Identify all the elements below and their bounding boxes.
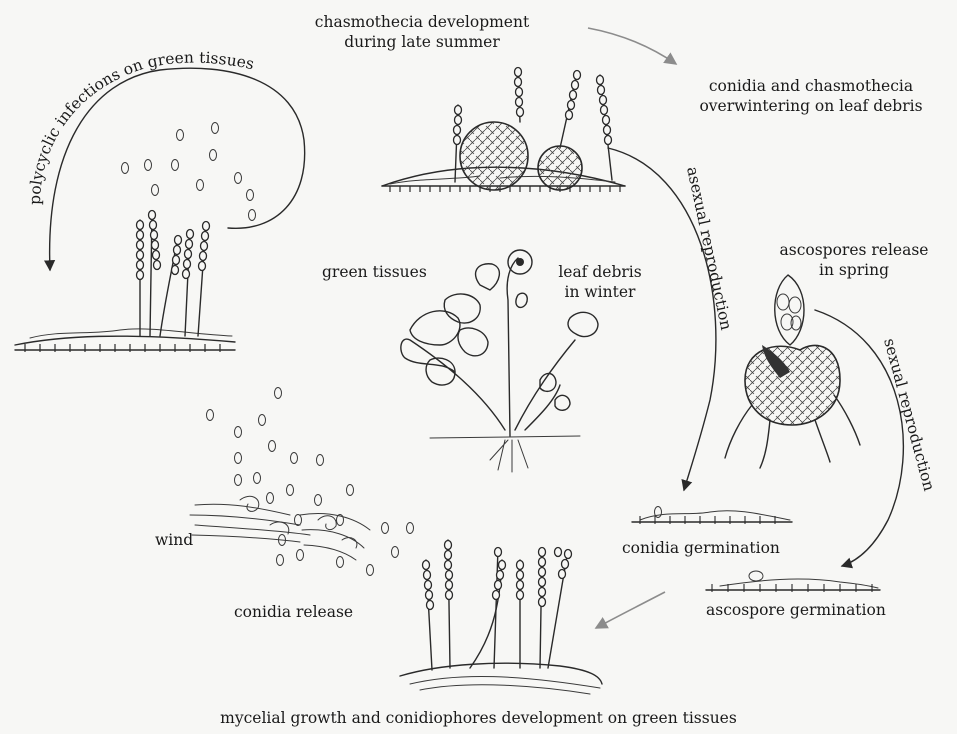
label-ascospore-germination: ascospore germination (706, 600, 886, 620)
label-green-tissues: green tissues (322, 262, 427, 282)
label-line: in winter (552, 282, 648, 302)
label-line: in spring (754, 260, 954, 280)
label-mycelial-growth: mycelial growth and conidiophores develo… (0, 708, 957, 728)
label-asexual-reproduction: asexual reproduction (683, 165, 735, 332)
label-line: leaf debris (552, 262, 648, 282)
label-line: ascospores release (754, 240, 954, 260)
label-wind: wind (155, 530, 193, 550)
label-conidia-germination: conidia germination (622, 538, 780, 558)
label-polycyclic-infections: polycyclic infections on green tissues (26, 49, 256, 205)
label-conidia-release: conidia release (234, 602, 353, 622)
label-sexual-reproduction: sexual reproduction (880, 336, 938, 493)
label-ascospores-release: ascospores release in spring (754, 240, 954, 280)
label-leaf-debris: leaf debris in winter (552, 262, 648, 302)
